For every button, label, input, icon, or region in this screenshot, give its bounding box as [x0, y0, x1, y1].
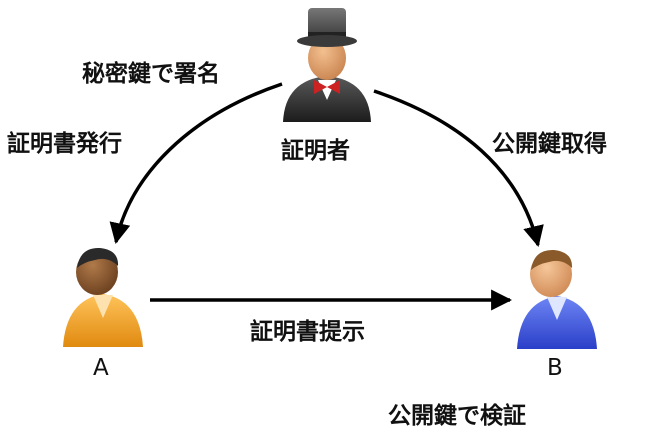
label-issue: 証明書発行: [7, 131, 122, 157]
label-present: 証明書提示: [250, 319, 365, 345]
label-prover: 証明者: [281, 138, 350, 164]
label-get-key: 公開鍵取得: [492, 131, 607, 157]
label-sign: 秘密鍵で署名: [82, 61, 220, 87]
label-person-a: A: [93, 355, 109, 381]
top-hat-person-icon: [283, 8, 371, 122]
label-person-b: B: [547, 355, 563, 381]
person-b-icon: [517, 249, 597, 349]
label-verify: 公開鍵で検証: [388, 403, 526, 429]
person-a-icon: [63, 247, 143, 347]
arrow-get-key: [373, 89, 544, 248]
arrow-issue: [109, 82, 283, 245]
